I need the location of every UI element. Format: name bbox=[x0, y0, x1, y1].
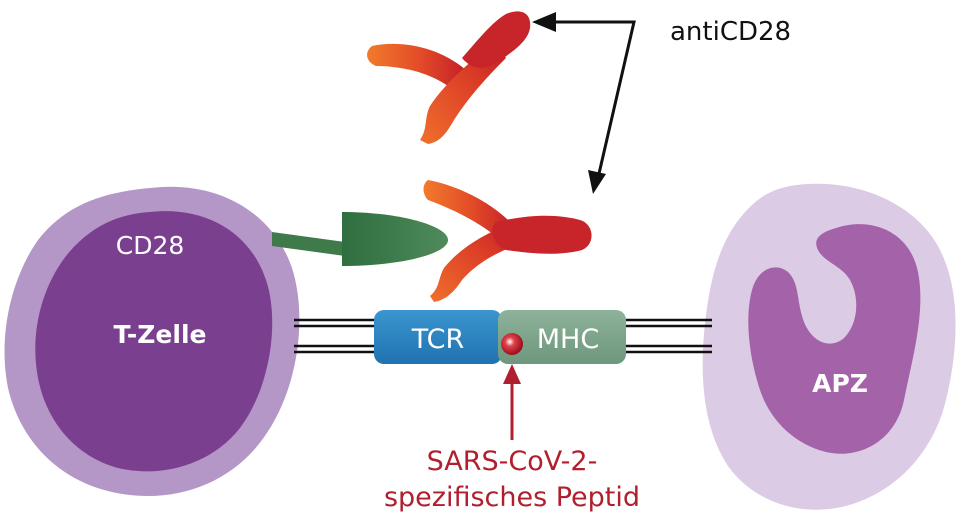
apc-nucleus bbox=[748, 224, 921, 454]
antibody-free bbox=[367, 11, 531, 144]
antibody-bound bbox=[423, 180, 592, 302]
peptide-label-line2: spezifisches Peptid bbox=[384, 482, 640, 513]
cd28-label: CD28 bbox=[116, 231, 185, 260]
cd28-receptor bbox=[272, 212, 448, 266]
peptide-label-line1: SARS-CoV-2- bbox=[427, 446, 598, 477]
t-cell-cytoplasm bbox=[35, 211, 273, 472]
arrow-head-down bbox=[588, 170, 606, 194]
antibody-label: antiCD28 bbox=[670, 17, 791, 47]
tcr-receptor: TCR bbox=[374, 310, 502, 364]
binding-arrow bbox=[552, 20, 636, 179]
mhc-molecule: MHC bbox=[498, 310, 626, 364]
mhc-label: MHC bbox=[537, 324, 599, 355]
t-cell-label: T-Zelle bbox=[114, 320, 207, 349]
peptide-dot bbox=[501, 333, 523, 355]
synapse-lines bbox=[294, 318, 712, 354]
apc-cell: APZ bbox=[702, 183, 956, 510]
apc-label: APZ bbox=[812, 369, 868, 398]
arrow-head-left bbox=[532, 12, 556, 32]
peptide-arrow bbox=[503, 364, 521, 440]
t-cell: CD28 T-Zelle bbox=[4, 186, 300, 497]
tcr-label: TCR bbox=[411, 324, 465, 355]
